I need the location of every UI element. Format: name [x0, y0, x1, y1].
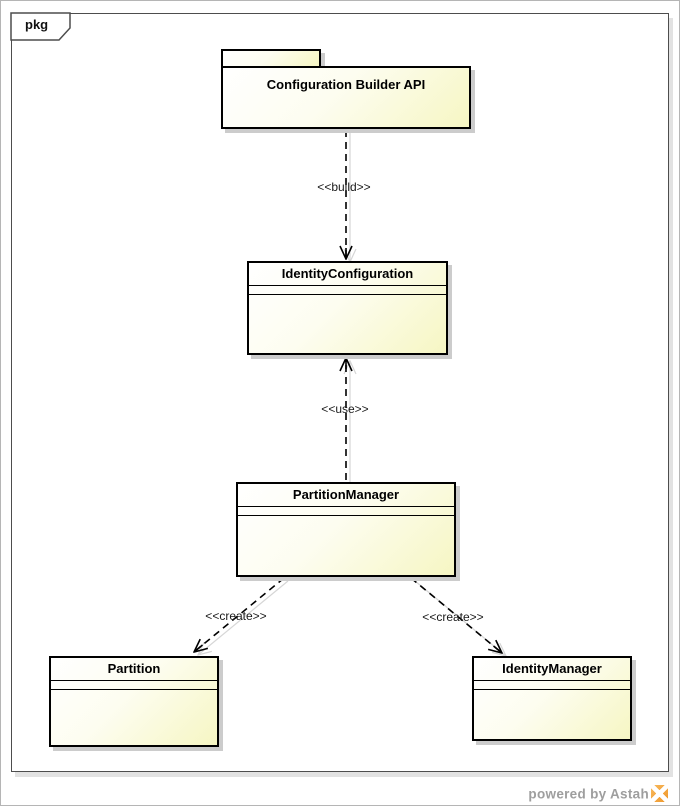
class-partition[interactable]: Partition: [49, 656, 219, 747]
attributes-compartment: [474, 681, 630, 690]
operations-compartment: [474, 690, 630, 739]
watermark: powered by Astah: [1, 785, 668, 803]
class-identity-configuration[interactable]: IdentityConfiguration: [247, 261, 448, 355]
operations-compartment: [249, 295, 446, 353]
dependency-label-create-right: <<create>>: [422, 610, 484, 624]
operations-compartment: [51, 690, 217, 745]
package-name: Configuration Builder API: [221, 66, 471, 129]
dependency-label-use: <<use>>: [321, 402, 369, 416]
astah-logo-icon: [651, 785, 668, 803]
class-partition-manager[interactable]: PartitionManager: [236, 482, 456, 577]
dependency-label-build: <<build>>: [317, 180, 371, 194]
operations-compartment: [238, 516, 454, 575]
attributes-compartment: [51, 681, 217, 690]
package-configuration-builder-api[interactable]: Configuration Builder API: [221, 49, 475, 133]
class-name: IdentityManager: [474, 658, 630, 681]
attributes-compartment: [238, 507, 454, 516]
watermark-text: powered by Astah: [528, 786, 649, 802]
diagram-frame: [11, 13, 669, 772]
frame-tab-label: pkg: [25, 17, 49, 32]
class-name: IdentityConfiguration: [249, 263, 446, 286]
dependency-label-create-left: <<create>>: [205, 609, 267, 623]
frame-tab: [10, 12, 71, 41]
attributes-compartment: [249, 286, 446, 295]
class-identity-manager[interactable]: IdentityManager: [472, 656, 632, 741]
class-name: PartitionManager: [238, 484, 454, 507]
class-name: Partition: [51, 658, 217, 681]
